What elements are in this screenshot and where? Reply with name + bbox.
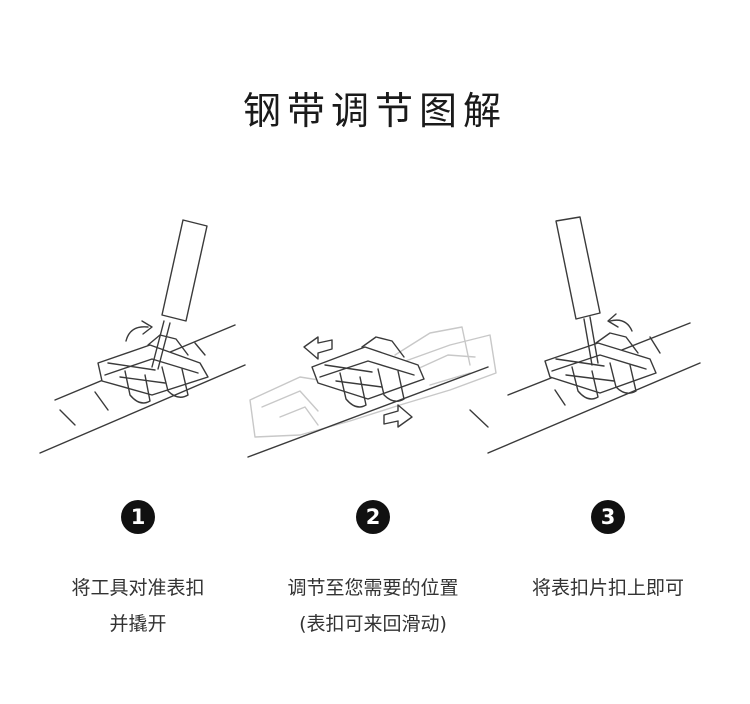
rotate-arrow-icon xyxy=(607,313,633,332)
clasp xyxy=(311,336,425,408)
step-3: 3 将表扣片扣上即可 xyxy=(483,500,733,606)
pry-tool-icon xyxy=(555,216,601,366)
illustrations xyxy=(0,195,750,475)
left-arrow-icon xyxy=(303,336,333,360)
step-caption: 将工具对准表扣 并撬开 xyxy=(13,570,263,642)
right-arrow-icon xyxy=(383,404,413,428)
step2-illustration xyxy=(247,326,497,458)
step-caption-line2: 并撬开 xyxy=(109,613,167,635)
watch-band xyxy=(247,366,489,458)
clasp xyxy=(97,334,209,404)
step-caption: 将表扣片扣上即可 xyxy=(483,570,733,606)
step-number-badge: 3 xyxy=(591,500,625,534)
pry-tool-icon xyxy=(151,219,208,370)
step-number-badge: 2 xyxy=(356,500,390,534)
step-1: 1 将工具对准表扣 并撬开 xyxy=(13,500,263,642)
step1-illustration xyxy=(39,219,246,454)
page-title: 钢带调节图解 xyxy=(242,89,507,133)
rotate-arrow-icon xyxy=(125,320,153,342)
step-caption-line2: (表扣可来回滑动) xyxy=(299,613,447,635)
step-caption-line1: 调节至您需要的位置 xyxy=(287,577,459,599)
step-caption-line1: 将表扣片扣上即可 xyxy=(531,577,684,599)
step-2: 2 调节至您需要的位置 (表扣可来回滑动) xyxy=(248,500,498,642)
step-caption: 调节至您需要的位置 (表扣可来回滑动) xyxy=(248,570,498,642)
step3-illustration xyxy=(469,216,701,454)
step-number-badge: 1 xyxy=(121,500,155,534)
clasp xyxy=(544,332,657,400)
step-caption-line1: 将工具对准表扣 xyxy=(71,577,205,599)
